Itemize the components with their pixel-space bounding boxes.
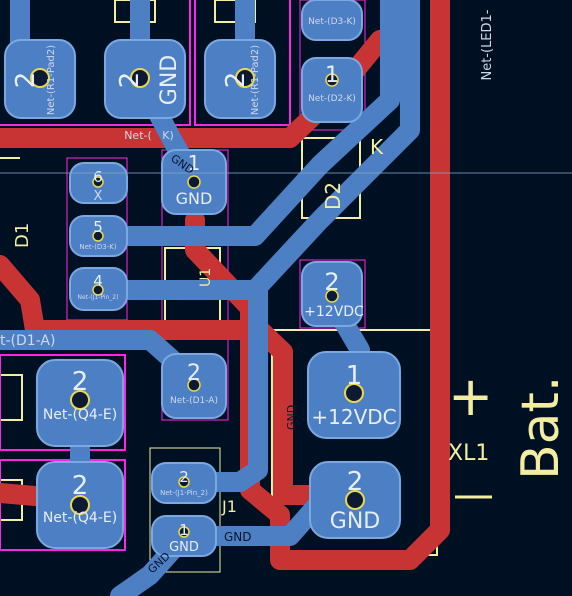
svg-text:GND: GND — [176, 189, 213, 208]
pad[interactable]: 2 Net-(R1-Pad2) — [4, 39, 76, 119]
j1-outline — [149, 447, 221, 573]
pad[interactable]: 6 X — [69, 162, 128, 204]
pad[interactable]: 1 +12VDC — [307, 351, 401, 439]
svg-text:2: 2 — [187, 361, 201, 386]
svg-text:Net-(J1-Pin_2): Net-(J1-Pin_2) — [78, 294, 119, 301]
svg-text:1: 1 — [325, 63, 339, 88]
track-led1 — [185, 0, 450, 570]
pad[interactable]: 4 Net-(J1-Pin_2) — [69, 267, 128, 311]
svg-text:4: 4 — [93, 272, 103, 290]
svg-text:+12VDC: +12VDC — [311, 405, 396, 429]
net-label-netk-end: K) — [162, 129, 174, 142]
courtyard-q4a — [0, 354, 126, 451]
svg-text:Net-(Q4-E): Net-(Q4-E) — [43, 510, 117, 526]
svg-text:5: 5 — [93, 218, 103, 236]
net-label-d1a: t-(D1-A) — [0, 333, 55, 349]
svg-text:+12VDC: +12VDC — [304, 304, 364, 320]
svg-text:X: X — [94, 189, 103, 204]
pad[interactable]: 2 Net-(J1-Pin_2) — [151, 462, 217, 504]
svg-text:Net-(D3-K): Net-(D3-K) — [79, 243, 117, 251]
pad[interactable]: Net-(D3-K) — [301, 0, 363, 41]
silk-battery-label: Bat. — [511, 376, 571, 480]
pad[interactable]: 1 Net-(D2-K) — [301, 57, 363, 123]
silk-ref-j1: J1 — [221, 497, 237, 516]
pads[interactable]: 2 Net-(R1-Pad2) 2 GND 2 Net-(R1-Pad2) Ne… — [4, 0, 401, 557]
courtyard-r2 — [194, 0, 291, 126]
pad[interactable]: 1 GND — [161, 149, 227, 215]
svg-text:6: 6 — [93, 168, 103, 186]
svg-text:2: 2 — [72, 471, 89, 501]
svg-text:2: 2 — [221, 72, 251, 89]
pad[interactable]: 5 Net-(D3-K) — [69, 215, 128, 257]
pad[interactable]: 2 GND — [309, 461, 401, 539]
q-outline — [0, 374, 23, 421]
silk-plus-sign: + — [448, 365, 493, 428]
net-label-led1: Net-(LED1- — [480, 9, 495, 80]
svg-text:Net-(D2-K): Net-(D2-K) — [308, 94, 356, 104]
silk-ref-d2: D2 — [321, 182, 345, 210]
svg-text:GND: GND — [169, 540, 199, 555]
net-label-netk: Net-( — [124, 129, 152, 142]
net-label-gnd-vert: GND — [285, 405, 298, 430]
pad[interactable]: 2 Net-(Q4-E) — [36, 461, 124, 549]
silk-ref-xl1: XL1 — [448, 441, 489, 466]
svg-text:2: 2 — [115, 72, 145, 89]
svg-text:Net-(J1-Pin_2): Net-(J1-Pin_2) — [160, 489, 208, 497]
net-label-gnd-horiz: GND — [224, 530, 252, 544]
svg-text:Net-(D1-A): Net-(D1-A) — [170, 396, 218, 406]
svg-text:GND: GND — [330, 509, 380, 534]
pad[interactable]: 2 Net-(D1-A) — [161, 353, 227, 419]
pad[interactable]: 1 GND — [151, 515, 217, 557]
pad[interactable]: 2 Net-(Q4-E) — [36, 359, 124, 447]
courtyard-d2 — [299, 259, 366, 329]
svg-text:Net-(R1-Pad2): Net-(R1-Pad2) — [250, 45, 261, 115]
svg-text:2: 2 — [72, 367, 89, 397]
track-d3k — [85, 0, 400, 246]
pad[interactable]: 2 +12VDC — [301, 261, 364, 327]
silk-cathode-mark: K — [370, 135, 384, 159]
courtyards — [0, 0, 291, 551]
svg-text:Net-(R1-Pad2): Net-(R1-Pad2) — [46, 45, 57, 115]
svg-text:2: 2 — [347, 467, 364, 497]
svg-text:1: 1 — [188, 151, 201, 175]
svg-text:2: 2 — [179, 468, 189, 486]
svg-text:2: 2 — [324, 268, 339, 296]
svg-text:GND: GND — [157, 55, 182, 105]
svg-text:Net-(Q4-E): Net-(Q4-E) — [43, 407, 117, 423]
silk-ref-left: D1 — [12, 223, 33, 248]
pad[interactable]: 2 GND — [104, 39, 186, 119]
courtyard-q4b — [0, 459, 126, 551]
pad[interactable]: 2 Net-(R1-Pad2) — [204, 39, 276, 119]
track-j1pin2 — [85, 0, 420, 300]
silk-ref-u1: U1 — [198, 268, 214, 287]
svg-text:2: 2 — [11, 72, 41, 89]
svg-text:Net-(D3-K): Net-(D3-K) — [308, 17, 356, 27]
courtyard-r1 — [0, 0, 191, 126]
svg-text:1: 1 — [179, 521, 189, 539]
svg-text:1: 1 — [346, 361, 363, 391]
